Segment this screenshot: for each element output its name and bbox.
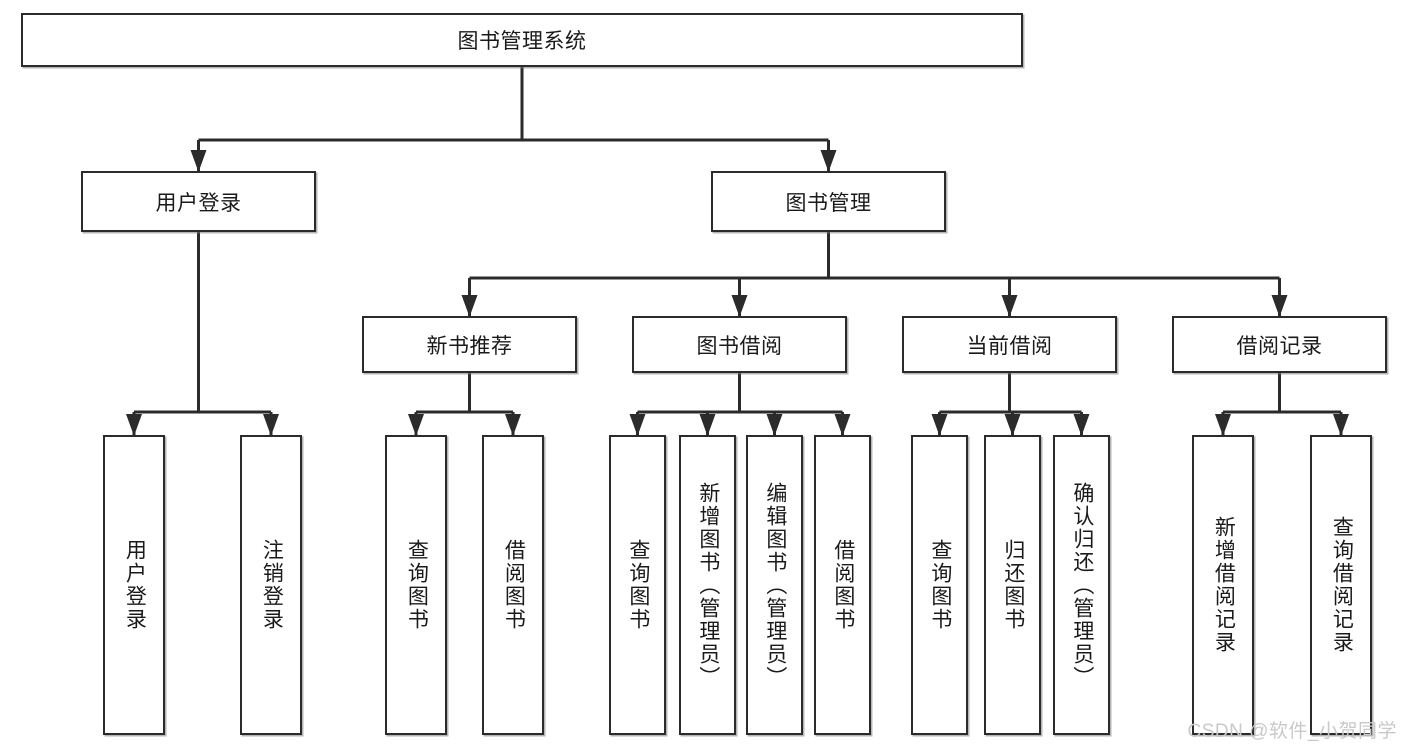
arrow-head [629, 414, 646, 436]
node-l2b[interactable]: 图书借阅 [632, 316, 847, 373]
watermark: CSDN @软件_小贺同学 [1187, 721, 1397, 742]
node-label: 查询图书 [626, 539, 650, 631]
node-label: 查询借阅记录 [1330, 516, 1354, 654]
node-leaf_login[interactable]: 用户登录 [103, 435, 165, 735]
arrow-head [461, 295, 478, 317]
arrow-head [766, 414, 783, 436]
arrow-head [505, 414, 521, 436]
node-l2c[interactable]: 当前借阅 [902, 316, 1117, 373]
node-leaf_c3[interactable]: 确认归还（管理员） [1053, 435, 1110, 735]
node-leaf_r1[interactable]: 新增借阅记录 [1192, 435, 1254, 735]
node-label: 借阅图书 [831, 539, 855, 631]
node-label: 新增借阅记录 [1212, 516, 1236, 654]
node-leaf_n2[interactable]: 借阅图书 [482, 435, 544, 735]
arrow-head [731, 295, 748, 317]
arrow-head [1004, 414, 1021, 436]
node-label: 注销登录 [260, 539, 284, 631]
node-leaf_b4[interactable]: 借阅图书 [814, 435, 871, 735]
arrow-head [408, 414, 424, 436]
node-leaf_c1[interactable]: 查询图书 [911, 435, 968, 735]
node-label: 新增图书（管理员） [696, 481, 720, 689]
node-l2a[interactable]: 新书推荐 [362, 316, 577, 373]
node-label: 归还图书 [1001, 539, 1025, 631]
node-label: 图书管理系统 [457, 30, 587, 53]
node-label: 借阅记录 [1236, 334, 1323, 358]
node-leaf_b3[interactable]: 编辑图书（管理员） [746, 435, 803, 735]
node-label: 当前借阅 [966, 334, 1053, 358]
node-leaf_logout[interactable]: 注销登录 [240, 435, 302, 735]
node-label: 查询图书 [928, 539, 952, 631]
node-label: 用户登录 [155, 191, 242, 215]
node-leaf_r2[interactable]: 查询借阅记录 [1310, 435, 1372, 735]
arrow-head [699, 414, 716, 436]
arrow-head [1001, 295, 1018, 317]
arrow-head [1271, 295, 1288, 317]
arrow-head [1215, 414, 1231, 436]
node-label: 查询图书 [405, 539, 429, 631]
node-root[interactable]: 图书管理系统 [21, 13, 1023, 67]
node-label: 新书推荐 [426, 334, 513, 358]
arrow-head [820, 150, 837, 172]
arrow-head [1333, 414, 1349, 436]
node-l1a[interactable]: 用户登录 [81, 171, 316, 232]
arrow-head [931, 414, 948, 436]
arrow-head [834, 414, 851, 436]
node-label: 借阅图书 [502, 539, 526, 631]
node-label: 确认归还（管理员） [1070, 481, 1094, 689]
node-label: 图书管理 [785, 191, 872, 215]
node-leaf_c2[interactable]: 归还图书 [984, 435, 1041, 735]
node-l2d[interactable]: 借阅记录 [1172, 316, 1387, 373]
node-leaf_b1[interactable]: 查询图书 [609, 435, 666, 735]
node-label: 图书借阅 [696, 334, 783, 358]
node-label: 编辑图书（管理员） [763, 481, 787, 689]
arrow-head [126, 414, 142, 436]
arrow-head [263, 414, 279, 436]
arrow-head [190, 150, 207, 172]
node-label: 用户登录 [123, 539, 147, 631]
node-leaf_b2[interactable]: 新增图书（管理员） [679, 435, 736, 735]
arrow-head [1073, 414, 1090, 436]
node-leaf_n1[interactable]: 查询图书 [385, 435, 447, 735]
node-l1b[interactable]: 图书管理 [711, 171, 946, 232]
